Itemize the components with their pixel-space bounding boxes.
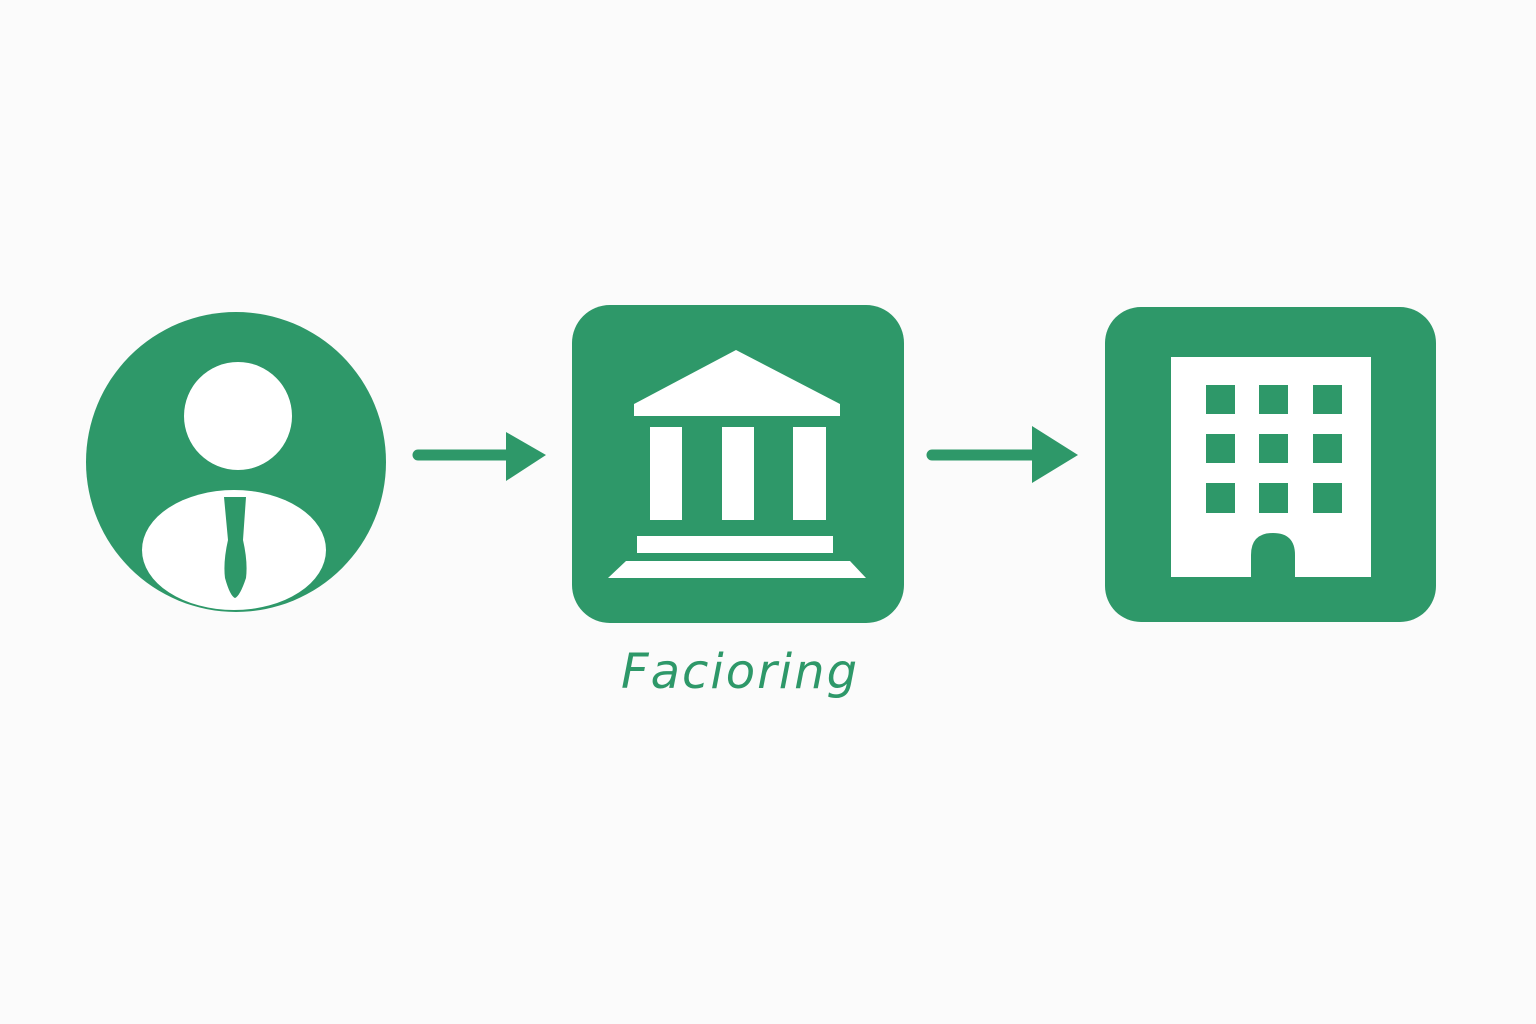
office-building-icon: [1171, 357, 1371, 577]
bank-node: [572, 305, 904, 623]
office-building-node: [1105, 307, 1436, 622]
bank-icon: [608, 350, 866, 578]
businessman-node: [86, 312, 386, 612]
arrow-right-icon: [926, 426, 1078, 483]
businessman-icon: [86, 312, 386, 612]
diagram-caption: Facioring: [620, 644, 860, 700]
arrow-right-icon: [412, 432, 546, 481]
